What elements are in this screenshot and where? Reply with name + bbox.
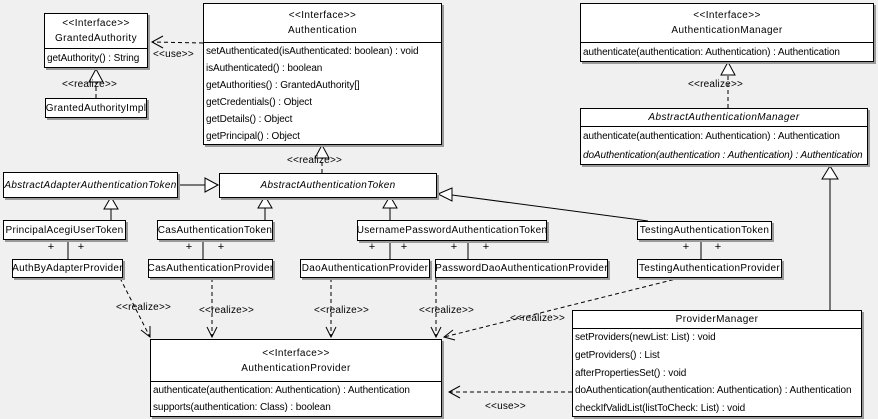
method-row: checkIfValidList(listToCheck: List) : vo… (575, 403, 746, 415)
realize-label: <<realize>> (116, 302, 172, 313)
class-name: AuthenticationManager (671, 25, 783, 36)
method-row: doAuthentication(authentication: Authent… (575, 385, 852, 397)
class-auth-by-adapter-provider: AuthByAdapterProvider (12, 259, 123, 278)
association-end-plus: + (714, 241, 722, 253)
class-name: UsernamePasswordAuthenticationToken (356, 225, 548, 236)
realize-label: <<realize>> (314, 305, 370, 316)
class-authentication-manager: <<Interface>> AuthenticationManager auth… (580, 3, 874, 62)
stereotype-label: <<Interface>> (693, 10, 761, 21)
realize-label: <<realize>> (287, 155, 343, 166)
realize-label: <<realize>> (419, 305, 475, 316)
class-abstract-authentication-manager: AbstractAuthenticationManager authentica… (580, 108, 868, 165)
class-name: ProviderManager (675, 314, 759, 325)
method-row: getDetails() : Object (206, 114, 293, 125)
class-name: AbstractAuthenticationToken (260, 180, 396, 191)
class-name: CasAuthenticationToken (157, 224, 273, 236)
association-end-plus: + (400, 241, 408, 253)
class-authentication-provider: <<Interface>> AuthenticationProvider aut… (150, 339, 442, 417)
class-testing-authentication-token: TestingAuthenticationToken (637, 221, 772, 240)
class-granted-authority-impl: GrantedAuthorityImpl (45, 98, 147, 118)
class-username-password-authentication-token: UsernamePasswordAuthenticationToken (357, 220, 547, 241)
class-authentication: <<Interface>> Authentication setAuthenti… (203, 3, 442, 145)
method-row: setAuthenticated(isAuthenticated: boolea… (206, 46, 419, 57)
association-end-plus: + (368, 241, 376, 253)
generalization-providermanager (821, 165, 839, 310)
realize-label: <<realize>> (510, 313, 566, 324)
method-row: isAuthenticated() : boolean (206, 63, 323, 74)
class-header: <<Interface>> AuthenticationProvider (151, 340, 441, 382)
generalization-principalacegiusertoken (103, 196, 119, 220)
class-name: DaoAuthenticationProvider (301, 263, 429, 274)
class-name: TestingAuthenticationProvider (639, 263, 780, 274)
class-header: AbstractAuthenticationManager (581, 109, 867, 127)
generalization-abstractadaptertoken (178, 177, 220, 193)
realize-label: <<realize>> (62, 79, 118, 90)
class-cas-authentication-provider: CasAuthenticationProvider (148, 259, 273, 278)
method-row: getAuthorities() : GrantedAuthority[] (206, 80, 360, 91)
class-principal-acegi-user-token: PrincipalAcegiUserToken (3, 220, 126, 240)
stereotype-label: <<Interface>> (62, 18, 130, 29)
class-granted-authority: <<Interface>> GrantedAuthority getAuthor… (44, 13, 148, 68)
class-abstract-authentication-token: AbstractAuthenticationToken (219, 173, 437, 198)
stereotype-label: <<Interface>> (262, 347, 330, 359)
class-header: ProviderManager (573, 311, 861, 329)
association-end-plus: + (47, 241, 55, 253)
method-row: getAuthority() : String (47, 53, 140, 64)
association-end-plus: + (450, 241, 458, 253)
use-label: <<use>> (153, 49, 194, 60)
generalization-testingauthenticationtoken (436, 187, 649, 222)
class-name: GrantedAuthorityImpl (45, 102, 147, 114)
method-row: authenticate(authentication: Authenticat… (583, 131, 840, 142)
class-name: AbstractAdapterAuthenticationToken (4, 179, 177, 191)
stereotype-label: <<Interface>> (288, 10, 357, 21)
method-row: setProviders(newList: List) : void (575, 332, 716, 343)
realize-label: <<realize>> (688, 79, 744, 90)
association-end-plus: + (185, 241, 193, 253)
association-end-plus: + (77, 241, 85, 253)
use-arrow-authentication-to-grantedauthority (150, 35, 204, 49)
method-row: afterPropertiesSet() : void (575, 367, 687, 379)
class-header: <<Interface>> GrantedAuthority (45, 14, 147, 49)
method-row: authenticate(authentication: Authenticat… (583, 47, 840, 58)
method-row: getCredentials() : Object (206, 97, 312, 108)
method-row: getProviders() : List (575, 349, 660, 361)
class-dao-authentication-provider: DaoAuthenticationProvider (300, 259, 430, 278)
class-abstract-adapter-authentication-token: AbstractAdapterAuthenticationToken (3, 172, 178, 198)
class-name: TestingAuthenticationToken (639, 225, 770, 236)
class-name: AbstractAuthenticationManager (648, 112, 800, 123)
method-row: authenticate(authentication: Authenticat… (153, 385, 410, 396)
class-password-dao-authentication-provider: PasswordDaoAuthenticationProvider (435, 259, 608, 278)
class-name: GrantedAuthority (55, 33, 137, 44)
class-header: <<Interface>> AuthenticationManager (581, 4, 873, 43)
class-testing-authentication-provider: TestingAuthenticationProvider (637, 259, 782, 278)
association-end-plus: + (682, 241, 690, 253)
class-name: AuthenticationProvider (241, 362, 351, 374)
method-row: doAuthentication(authentication : Authen… (583, 150, 863, 161)
class-name: CasAuthenticationProvider (147, 263, 274, 274)
class-name: Authentication (288, 25, 357, 36)
class-cas-authentication-token: CasAuthenticationToken (157, 220, 273, 240)
class-header: <<Interface>> Authentication (204, 4, 441, 43)
association-end-plus: + (217, 241, 225, 253)
class-name: PrincipalAcegiUserToken (5, 224, 124, 236)
method-row: supports(authentication: Class) : boolea… (153, 402, 331, 413)
use-label: <<use>> (485, 401, 526, 412)
generalization-usernamepasswordtoken (382, 195, 398, 220)
realize-label: <<realize>> (199, 305, 255, 316)
association-end-plus: + (482, 241, 490, 253)
method-row: getPrincipal() : Object (206, 131, 300, 142)
class-provider-manager: ProviderManager setProviders(newList: Li… (572, 310, 862, 417)
class-name: PasswordDaoAuthenticationProvider (435, 263, 608, 274)
use-arrow-providermanager-to-authenticationprovider (447, 385, 572, 399)
class-name: AuthByAdapterProvider (12, 263, 123, 274)
generalization-casauthenticationtoken (257, 195, 273, 220)
